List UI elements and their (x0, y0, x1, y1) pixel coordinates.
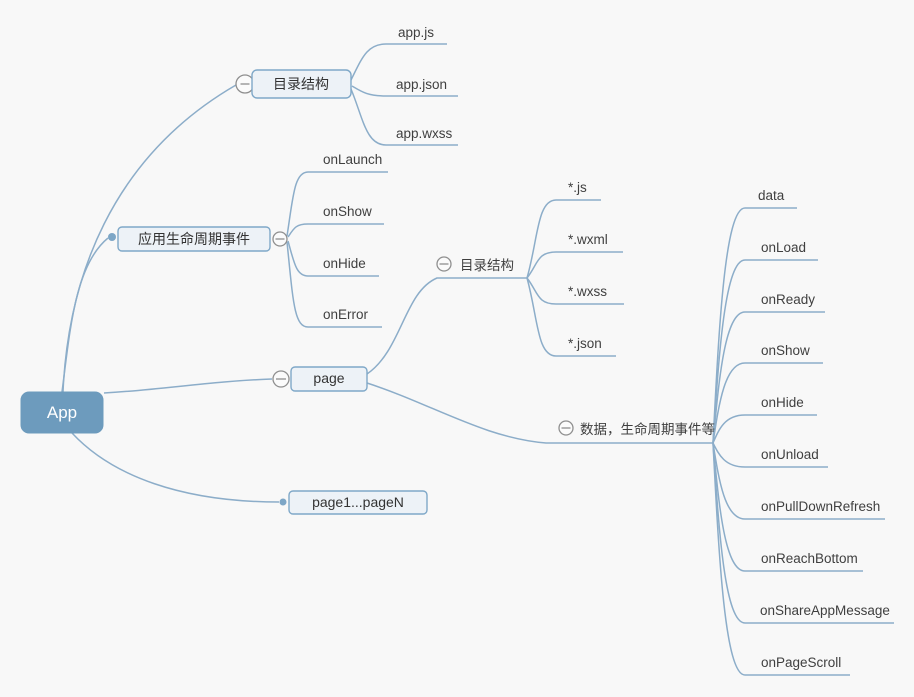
leaf-onpagescroll[interactable]: onPageScroll (761, 655, 841, 670)
collapse-icon-page[interactable] (272, 370, 290, 388)
leaf-onerror[interactable]: onError (323, 307, 369, 322)
leaf-starjson[interactable]: *.json (568, 336, 602, 351)
node-page[interactable]: page (290, 366, 368, 392)
leaf-starjs[interactable]: *.js (568, 180, 587, 195)
connector-lifecycle-to-onshow (287, 223, 384, 238)
node-dir1[interactable]: 目录结构 (251, 69, 352, 99)
leaf-starwxml[interactable]: *.wxml (568, 232, 608, 247)
connector-root-to-lifecycle (61, 237, 109, 393)
node-pagen-label: page1...pageN (312, 494, 404, 510)
leaf-onhide-page[interactable]: onHide (761, 395, 804, 410)
connector-datanode-to-onhide (712, 414, 817, 444)
node-page-label: page (313, 370, 344, 386)
connector-dir2-to-starjson (526, 277, 616, 357)
node-dir1-label: 目录结构 (273, 76, 329, 92)
collapse-icon-dir2[interactable] (436, 256, 452, 272)
connector-lifecycle-to-onlaunch (286, 171, 388, 237)
connector-datanode-to-onload (712, 259, 818, 444)
connection-dot-pagen (279, 498, 287, 506)
connector-dir2-to-starwxss (526, 277, 624, 305)
leaf-appjs[interactable]: app.js (398, 25, 434, 40)
connector-dir2-to-starjs (526, 199, 601, 279)
leaf-onunload[interactable]: onUnload (761, 447, 819, 462)
node-pagen[interactable]: page1...pageN (288, 490, 428, 515)
connector-page-to-dir2 (366, 277, 527, 375)
collapse-icon-lifecycle[interactable] (272, 231, 288, 247)
connector-datanode-to-onshareappmessage (712, 442, 894, 624)
collapse-icon-datanode[interactable] (558, 420, 574, 436)
connector-datanode-to-onready (712, 311, 825, 444)
node-root[interactable]: App (20, 391, 104, 434)
connector-root-to-pagen (71, 432, 280, 503)
connector-datanode-to-data (712, 207, 797, 444)
node-lifecycle-label: 应用生命周期事件 (138, 231, 250, 247)
leaf-onready[interactable]: onReady (761, 292, 815, 307)
node-root-label: App (47, 403, 77, 422)
connector-datanode-to-onunload (712, 442, 828, 468)
leaf-onshow-app[interactable]: onShow (323, 204, 372, 219)
connector-root-to-page (103, 378, 273, 394)
node-root-box[interactable] (20, 391, 104, 434)
collapse-icon-dir1[interactable] (235, 74, 255, 94)
connector-datanode-to-onpagescroll (712, 442, 850, 676)
leaf-onshow-page[interactable]: onShow (761, 343, 810, 358)
leaf-onload[interactable]: onLoad (761, 240, 806, 255)
leaf-onshareappmessage[interactable]: onShareAppMessage (760, 603, 890, 618)
leaf-starwxss[interactable]: *.wxss (568, 284, 607, 299)
connection-dot-lifecycle (108, 233, 116, 241)
node-dir2-label[interactable]: 目录结构 (460, 258, 514, 273)
node-datanode-label[interactable]: 数据，生命周期事件等 (580, 421, 715, 437)
leaf-appjson[interactable]: app.json (396, 77, 447, 92)
node-pagen-box[interactable] (288, 490, 428, 515)
leaf-onlaunch[interactable]: onLaunch (323, 152, 382, 167)
node-page-box[interactable] (290, 366, 368, 392)
connector-dir1-to-appjs (350, 43, 447, 81)
connector-dir1-to-appwxss (350, 88, 458, 146)
node-lifecycle[interactable]: 应用生命周期事件 (117, 226, 271, 252)
connector-datanode-to-onpulldownrefresh (712, 442, 885, 520)
connector-lifecycle-to-onhide (287, 240, 379, 277)
node-dir1-box[interactable] (251, 69, 352, 99)
leaf-data[interactable]: data (758, 188, 785, 203)
connector-page-to-datanode (366, 382, 713, 444)
connector-lifecycle-to-onerror (286, 241, 382, 328)
connector-dir1-to-appjson (351, 85, 458, 97)
connector-dir2-to-starwxml (526, 251, 623, 279)
connector-datanode-to-onshow (712, 362, 823, 444)
leaf-onreachbottom[interactable]: onReachBottom (761, 551, 858, 566)
node-lifecycle-box[interactable] (117, 226, 271, 252)
leaf-appwxss[interactable]: app.wxss (396, 126, 453, 141)
leaf-onpulldownrefresh[interactable]: onPullDownRefresh (761, 499, 880, 514)
leaf-onhide-app[interactable]: onHide (323, 256, 366, 271)
